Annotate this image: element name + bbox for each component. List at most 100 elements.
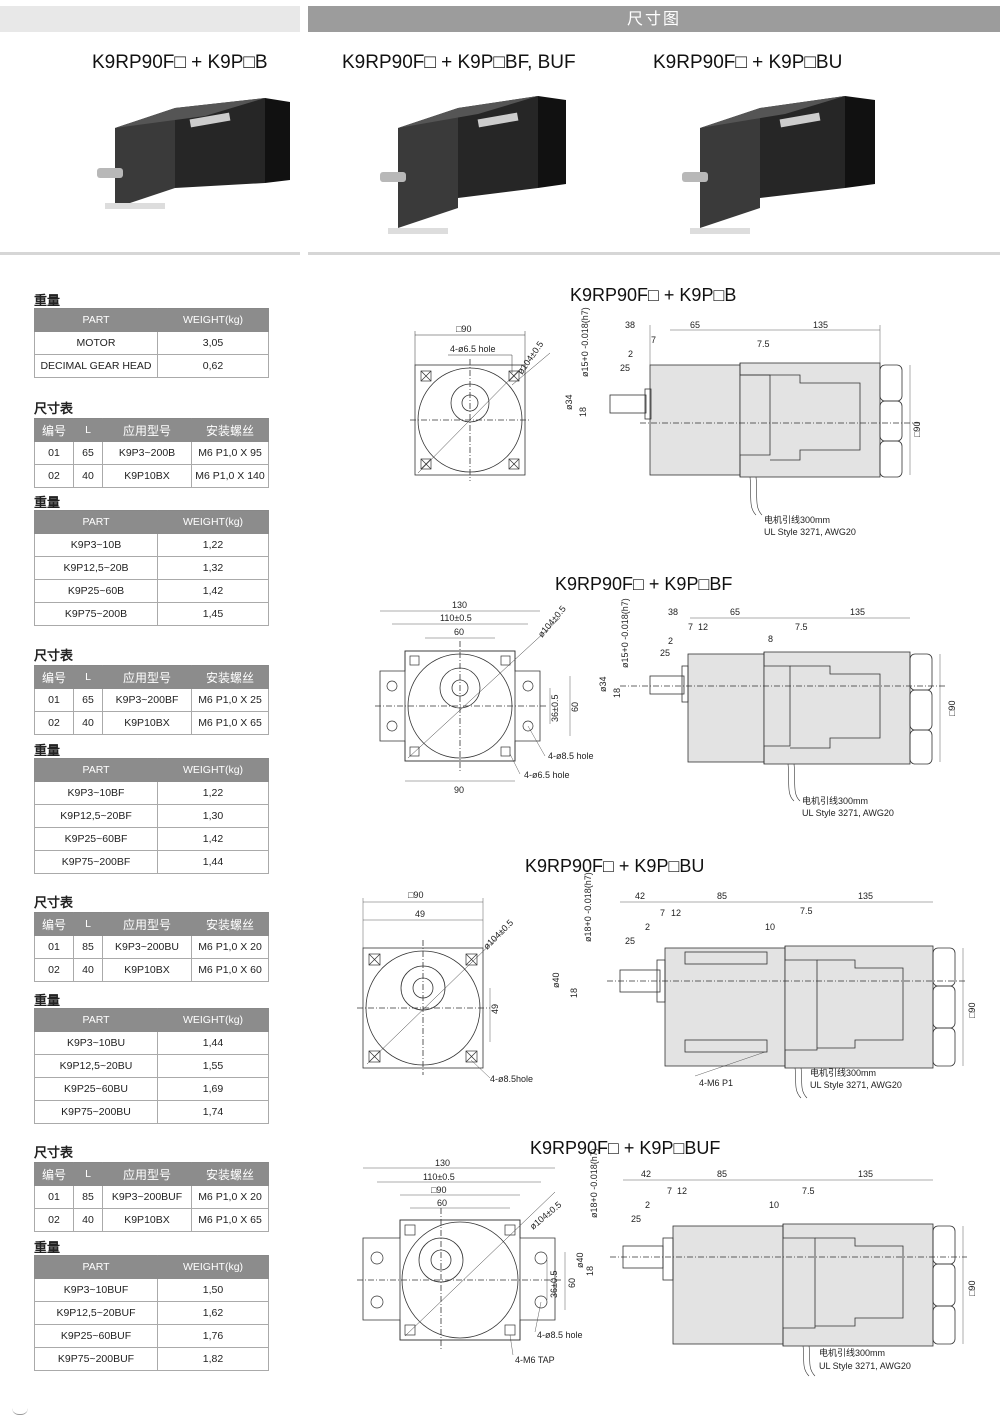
- page-title: 尺寸图: [308, 6, 1000, 32]
- dims-title-bu: 尺寸表: [34, 896, 74, 911]
- col-header: WEIGHT(kg): [157, 1255, 269, 1279]
- col-header: 安装螺丝: [191, 912, 269, 936]
- dim-label: 电机引线300mm: [764, 514, 830, 525]
- table-cell: 1,50: [157, 1278, 269, 1302]
- dim-label: ø18+0 -0.018(h7): [583, 872, 593, 942]
- table-cell: K9P10BX: [102, 1208, 192, 1232]
- col-header: 应用型号: [102, 912, 192, 936]
- table-cell: 1,44: [157, 1031, 269, 1055]
- dim-label: 2: [645, 922, 650, 932]
- dim-label: 12: [671, 908, 681, 918]
- table-cell: 01: [34, 688, 74, 712]
- drawing-title-buf: K9RP90F□ + K9P□BUF: [530, 1138, 721, 1158]
- dim-label: 7.5: [757, 339, 770, 349]
- col-header: L: [73, 665, 103, 689]
- table-cell: 02: [34, 1208, 74, 1232]
- table-cell: 01: [34, 441, 74, 465]
- dim-label: □90: [947, 701, 957, 716]
- dim-label: ø40: [551, 972, 561, 988]
- dim-label: □90: [408, 890, 423, 900]
- dim-label: ø104±0.5: [481, 917, 515, 951]
- dim-label: 36±0.5: [549, 1271, 559, 1298]
- drawing-title-b: K9RP90F□ + K9P□B: [570, 285, 737, 305]
- dim-label: ø104±0.5: [515, 339, 545, 376]
- dim-label: 42: [635, 891, 645, 901]
- col-header: PART: [34, 510, 158, 534]
- motor-photo-b: [97, 98, 290, 209]
- col-header: 安装螺丝: [191, 1162, 269, 1186]
- dim-label: 4-ø8.5 hole: [548, 751, 594, 761]
- table-cell: K9P75~200BU: [34, 1100, 158, 1124]
- dim-label: 38: [668, 607, 678, 617]
- col-header: WEIGHT(kg): [157, 1008, 269, 1032]
- dim-label: 7.5: [800, 906, 813, 916]
- dim-label: ø104±0.5: [528, 1199, 564, 1231]
- dim-label: 49: [415, 909, 425, 919]
- dim-label: UL Style 3271, AWG20: [810, 1080, 902, 1090]
- dim-label: UL Style 3271, AWG20: [819, 1361, 911, 1371]
- dim-label: 10: [769, 1200, 779, 1210]
- table-cell: M6 P1,0 X 65: [191, 711, 269, 735]
- dim-label: □90: [967, 1281, 977, 1296]
- table-cell: K9P10BX: [102, 711, 192, 735]
- dim-label: 电机引线300mm: [819, 1347, 885, 1358]
- dim-label: 25: [620, 363, 630, 373]
- dims-title-bf: 尺寸表: [34, 649, 74, 664]
- dim-label: 85: [717, 891, 727, 901]
- dim-label: 18: [612, 688, 622, 698]
- separator-right: [308, 252, 1000, 255]
- table-cell: 40: [73, 958, 103, 982]
- dim-label: 18: [569, 988, 579, 998]
- dim-label: 135: [850, 607, 865, 617]
- table-cell: 40: [73, 711, 103, 735]
- table-cell: 1,45: [157, 602, 269, 626]
- table-cell: 65: [73, 441, 103, 465]
- dim-label: ø15+0 -0.018(h7): [580, 307, 590, 377]
- dim-label: 60: [454, 627, 464, 637]
- dim-label: 110±0.5: [423, 1172, 455, 1182]
- dim-label: □90: [456, 324, 471, 334]
- dim-label: □90: [431, 1185, 446, 1195]
- weight-title-buf: 重量: [34, 1241, 61, 1256]
- dim-label: UL Style 3271, AWG20: [764, 527, 856, 537]
- dim-label: 130: [452, 600, 467, 610]
- table-cell: K9P3~10BUF: [34, 1278, 158, 1302]
- table-cell: 01: [34, 935, 74, 959]
- dim-label: UL Style 3271, AWG20: [802, 808, 894, 818]
- dim-label: 65: [730, 607, 740, 617]
- table-cell: K9P3~200BU: [102, 935, 192, 959]
- table-cell: K9P12,5~20BUF: [34, 1301, 158, 1325]
- col-header: WEIGHT(kg): [157, 758, 269, 782]
- col-header: L: [73, 912, 103, 936]
- dim-label: 10: [765, 922, 775, 932]
- col-header: 应用型号: [102, 418, 192, 442]
- col-header: 编号: [34, 418, 74, 442]
- dim-label: 18: [585, 1266, 595, 1276]
- weight-title-bu: 重量: [34, 994, 61, 1009]
- table-cell: K9P25~60B: [34, 579, 158, 603]
- table-cell: 65: [73, 688, 103, 712]
- col-header: 安装螺丝: [191, 665, 269, 689]
- table-cell: 0,62: [157, 354, 269, 378]
- separator-left: [0, 252, 300, 255]
- col-header: L: [73, 418, 103, 442]
- motor-weight-title: 重量: [34, 294, 61, 309]
- dim-label: 135: [858, 891, 873, 901]
- dim-label: □90: [912, 422, 922, 437]
- dim-label: ø34: [564, 394, 574, 410]
- motor-photo-bu: [682, 96, 875, 234]
- table-cell: 1,32: [157, 556, 269, 580]
- table-cell: K9P25~60BUF: [34, 1324, 158, 1348]
- table-cell: K9P12,5~20BU: [34, 1054, 158, 1078]
- dim-label: 36±0.5: [550, 695, 560, 722]
- dim-label: 7.5: [795, 622, 808, 632]
- table-cell: M6 P1,0 X 25: [191, 688, 269, 712]
